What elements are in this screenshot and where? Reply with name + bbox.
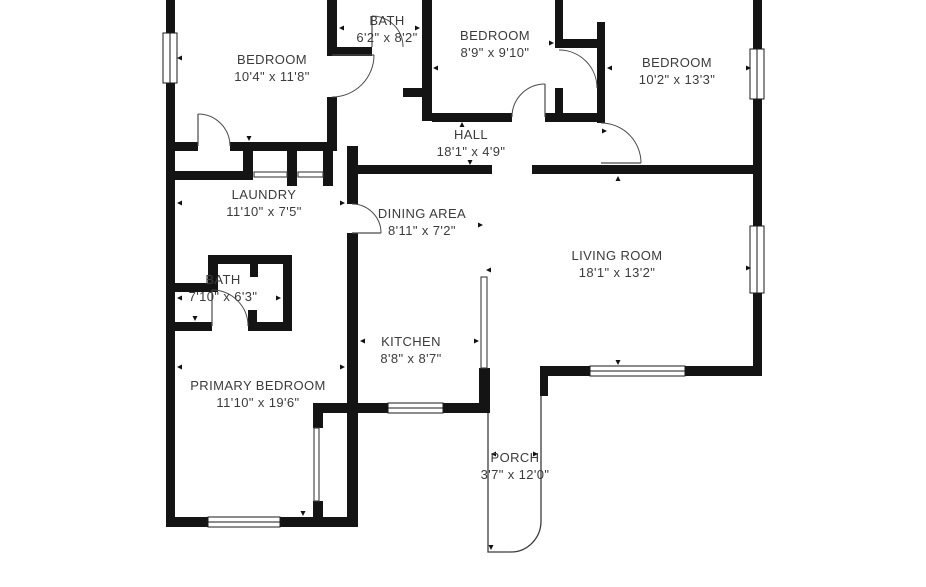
room-label-primary-bedroom: PRIMARY BEDROOM 11'10" x 19'6" [190, 378, 326, 411]
room-label-kitchen: KITCHEN 8'8" x 8'7" [380, 334, 441, 367]
room-name: PRIMARY BEDROOM [190, 378, 326, 393]
room-dimensions: 3'7" x 12'0" [480, 466, 550, 482]
door-bedroom2 [511, 83, 546, 118]
window-bedroom3-right [749, 48, 765, 100]
dimension-arrows [177, 25, 751, 550]
door-bedroom1-closet [197, 113, 231, 147]
room-label-dining-area: DINING AREA 8'11" x 7'2" [378, 206, 466, 239]
door-bedroom2-closet [558, 49, 598, 89]
room-dimensions: 10'4" x 11'8" [234, 68, 310, 84]
windows [162, 32, 765, 528]
room-name: LIVING ROOM [571, 248, 663, 263]
room-label-bedroom-2: BEDROOM 8'9" x 9'10" [460, 28, 530, 61]
room-dimensions: 8'9" x 9'10" [460, 44, 530, 60]
room-name: BATH [205, 272, 241, 287]
window-primary-south [207, 516, 281, 528]
window-bedroom1-left [162, 32, 178, 84]
kitchen-counter [480, 276, 488, 369]
room-label-laundry: LAUNDRY 11'10" x 7'5" [226, 187, 302, 220]
room-dimensions: 10'2" x 13'3" [638, 71, 716, 87]
room-name: BATH [369, 13, 405, 28]
door-bath2 [211, 289, 249, 327]
room-name: HALL [453, 127, 489, 142]
room-dimensions: 7'10" x 6'3" [188, 288, 258, 304]
room-name: KITCHEN [381, 334, 441, 349]
room-name: BEDROOM [460, 28, 530, 43]
room-name: LAUNDRY [231, 187, 297, 202]
doors [197, 15, 642, 502]
porch-outline [487, 396, 542, 553]
closet-bifold-doors [253, 171, 324, 178]
walls [166, 0, 762, 527]
door-bedroom1 [331, 54, 375, 98]
room-dimensions: 18'1" x 13'2" [578, 264, 656, 280]
room-dimensions: 8'8" x 8'7" [380, 350, 442, 366]
room-name: DINING AREA [377, 206, 467, 221]
room-label-bath-1: BATH 6'2" x 8'2" [356, 13, 417, 46]
room-label-bedroom-3: BEDROOM 10'2" x 13'3" [639, 55, 716, 88]
window-living-south [589, 365, 686, 377]
room-label-bath-2: BATH 7'10" x 6'3" [189, 272, 258, 305]
room-label-porch: PORCH 3'7" x 12'0" [481, 450, 550, 483]
room-dimensions: 6'2" x 8'2" [356, 29, 418, 45]
room-name: PORCH [490, 450, 540, 465]
door-bedroom3 [600, 122, 642, 164]
room-dimensions: 8'11" x 7'2" [388, 222, 456, 238]
fixtures [480, 276, 542, 553]
room-dimensions: 11'10" x 19'6" [216, 394, 300, 410]
room-dimensions: 11'10" x 7'5" [226, 203, 302, 219]
room-label-hall: HALL 18'1" x 4'9" [437, 127, 506, 160]
door-bath1 [371, 15, 404, 48]
room-name: BEDROOM [642, 55, 712, 70]
room-dimensions: 18'1" x 4'9" [436, 143, 506, 159]
window-kitchen-south [387, 402, 444, 414]
room-name: BEDROOM [237, 52, 307, 67]
primary-closet-slider [313, 427, 320, 502]
door-laundry [351, 203, 382, 234]
room-label-bedroom-1: BEDROOM 10'4" x 11'8" [234, 52, 310, 85]
room-label-living-room: LIVING ROOM 18'1" x 13'2" [571, 248, 662, 281]
window-living-right [749, 225, 765, 294]
